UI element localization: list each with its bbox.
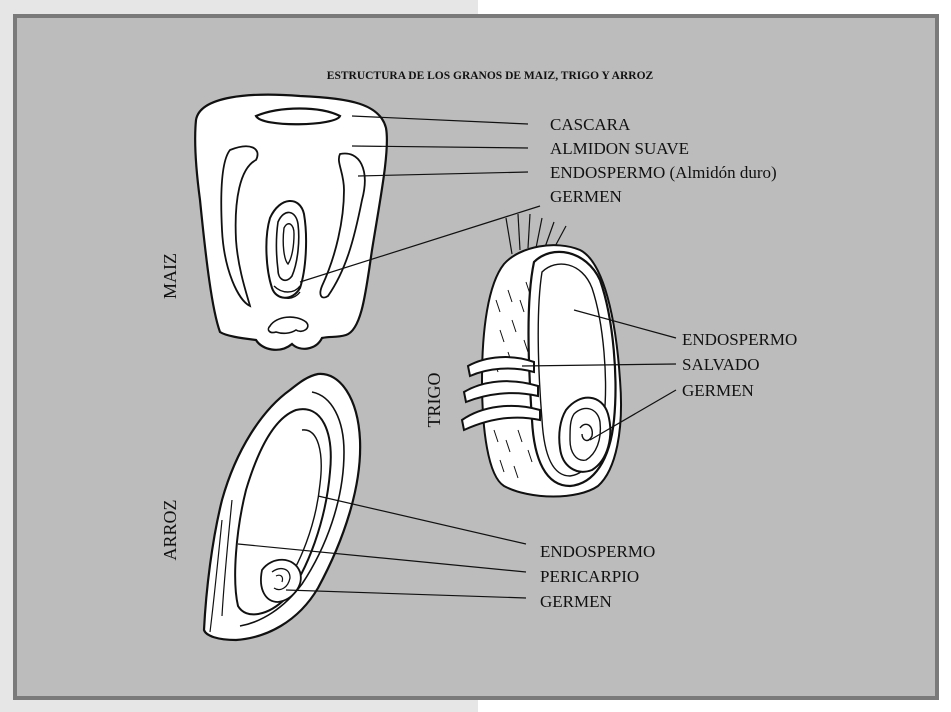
maiz-label-germen: GERMEN <box>550 187 622 206</box>
maiz-kernel-drawing <box>195 95 387 350</box>
arroz-kernel-drawing <box>204 374 360 640</box>
maiz-label-endospermo: ENDOSPERMO (Almidón duro) <box>550 163 777 182</box>
maiz-cap <box>256 109 340 125</box>
maiz-label-almidon-suave: ALMIDON SUAVE <box>550 139 689 158</box>
trigo-label-salvado: SALVADO <box>682 355 759 374</box>
maiz-side-label: MAIZ <box>160 253 180 299</box>
arroz-label-germen: GERMEN <box>540 592 612 611</box>
diagram-title: ESTRUCTURA DE LOS GRANOS DE MAIZ, TRIGO … <box>327 70 654 82</box>
arroz-side-label: ARROZ <box>160 499 180 560</box>
trigo-kernel-drawing <box>462 214 621 497</box>
trigo-side-label: TRIGO <box>424 373 444 428</box>
maiz-label-cascara: CASCARA <box>550 115 631 134</box>
arroz-label-pericarpio: PERICARPIO <box>540 567 639 586</box>
maiz-germ-outer <box>266 201 306 298</box>
trigo-label-endospermo: ENDOSPERMO <box>682 330 797 349</box>
arroz-label-endospermo: ENDOSPERMO <box>540 542 655 561</box>
trigo-label-germen: GERMEN <box>682 381 754 400</box>
